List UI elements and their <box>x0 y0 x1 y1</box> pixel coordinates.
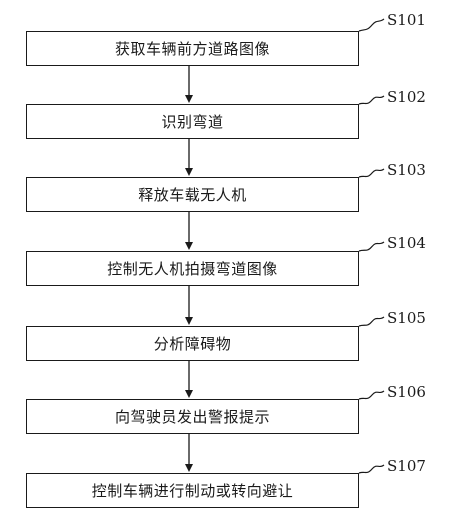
step-box-s105: 分析障碍物 <box>26 326 359 361</box>
step-label-s106: S106 <box>387 383 426 401</box>
step-label-s105: S105 <box>387 309 426 327</box>
flow-arrow-head <box>185 317 193 325</box>
step-text-s101: 获取车辆前方道路图像 <box>114 40 270 58</box>
step-label-s107: S107 <box>387 457 426 475</box>
flow-arrow-head <box>185 95 193 103</box>
step-text-s105: 分析障碍物 <box>153 335 232 353</box>
flow-arrow-head <box>185 242 193 250</box>
step-text-s102: 识别弯道 <box>161 113 224 131</box>
step-box-s103: 释放车载无人机 <box>26 177 359 212</box>
step-box-s101: 获取车辆前方道路图像 <box>26 31 359 66</box>
step-label-s102: S102 <box>387 88 426 106</box>
label-leader-squiggle <box>358 464 385 474</box>
step-text-s106: 向驾驶员发出警报提示 <box>114 408 270 426</box>
step-text-s104: 控制无人机拍摄弯道图像 <box>107 260 278 278</box>
step-label-s103: S103 <box>387 161 426 179</box>
label-leader-squiggle <box>358 390 385 400</box>
label-leader-squiggle <box>358 316 385 327</box>
flow-arrow-head <box>185 168 193 176</box>
label-leader-squiggle <box>358 95 385 105</box>
step-box-s102: 识别弯道 <box>26 104 359 139</box>
step-label-s101: S101 <box>387 11 426 29</box>
label-leader-squiggle <box>358 18 385 32</box>
step-box-s107: 控制车辆进行制动或转向避让 <box>26 473 359 508</box>
step-text-s103: 释放车载无人机 <box>138 186 247 204</box>
flow-arrow-head <box>185 464 193 472</box>
step-box-s104: 控制无人机拍摄弯道图像 <box>26 251 359 286</box>
flow-arrow-head <box>185 390 193 398</box>
label-leader-squiggle <box>358 241 385 252</box>
step-box-s106: 向驾驶员发出警报提示 <box>26 399 359 434</box>
label-leader-squiggle <box>358 168 385 178</box>
step-text-s107: 控制车辆进行制动或转向避让 <box>91 482 294 500</box>
step-label-s104: S104 <box>387 234 426 252</box>
